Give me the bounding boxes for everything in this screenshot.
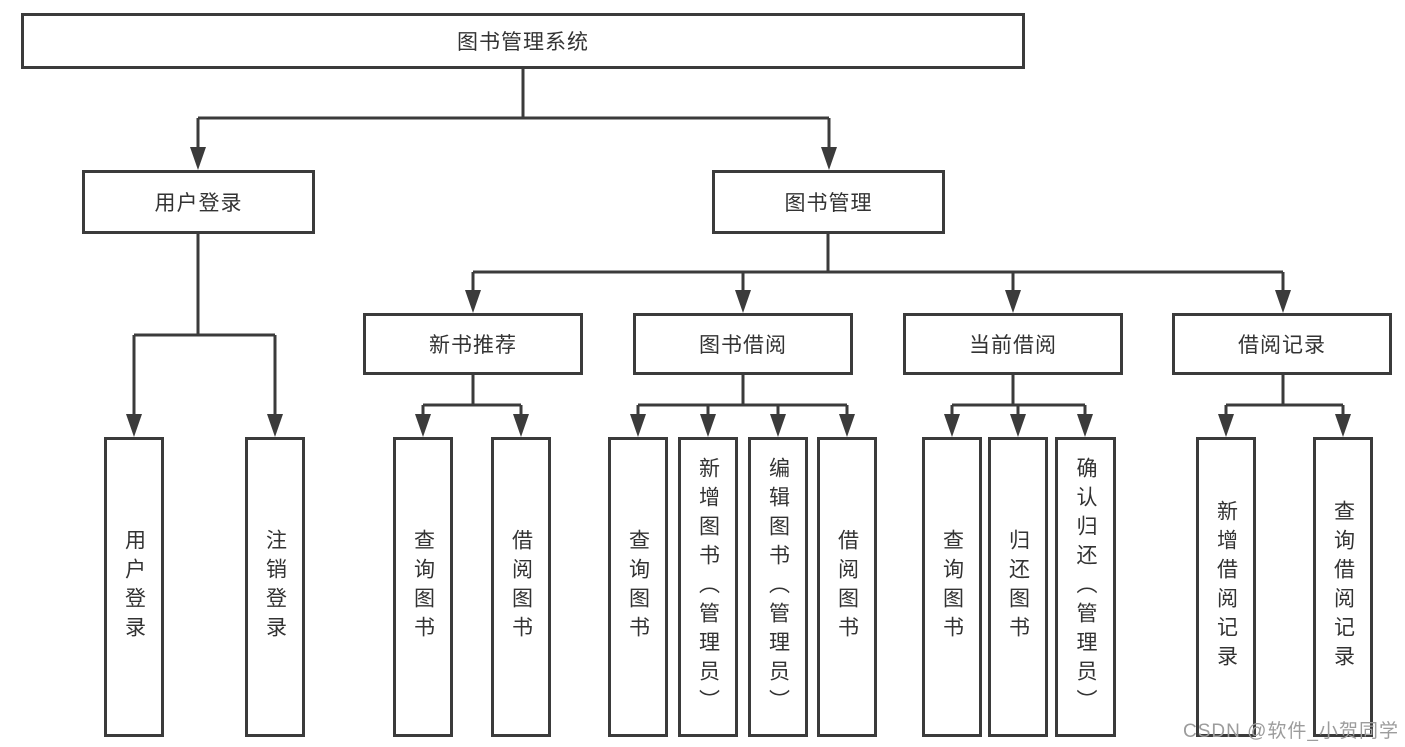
node-user-login: 用户登录 — [82, 170, 315, 234]
node-book-management: 图书管理 — [712, 170, 945, 234]
leaf-query-books-current: 查询图书 — [922, 437, 982, 737]
leaf-query-books-borrow: 查询图书 — [608, 437, 668, 737]
node-borrow-records: 借阅记录 — [1172, 313, 1392, 375]
leaf-add-borrow-record: 新增借阅记录 — [1196, 437, 1256, 737]
leaf-query-borrow-record: 查询借阅记录 — [1313, 437, 1373, 737]
leaf-logout: 注销登录 — [245, 437, 305, 737]
node-book-borrow: 图书借阅 — [633, 313, 853, 375]
leaf-user-login: 用户登录 — [104, 437, 164, 737]
leaf-add-books-admin: 新增图书（管理员） — [678, 437, 738, 737]
leaf-edit-books-admin: 编辑图书（管理员） — [748, 437, 808, 737]
node-new-book-recommend: 新书推荐 — [363, 313, 583, 375]
node-library-system: 图书管理系统 — [21, 13, 1025, 69]
leaf-confirm-return-admin: 确认归还（管理员） — [1055, 437, 1116, 737]
leaf-borrow-books: 借阅图书 — [817, 437, 877, 737]
leaf-borrow-books-recommend: 借阅图书 — [491, 437, 551, 737]
leaf-query-books-recommend: 查询图书 — [393, 437, 453, 737]
node-current-borrow: 当前借阅 — [903, 313, 1123, 375]
leaf-return-books: 归还图书 — [988, 437, 1048, 737]
csdn-watermark: CSDN @软件_小贺同学 — [1183, 721, 1399, 742]
